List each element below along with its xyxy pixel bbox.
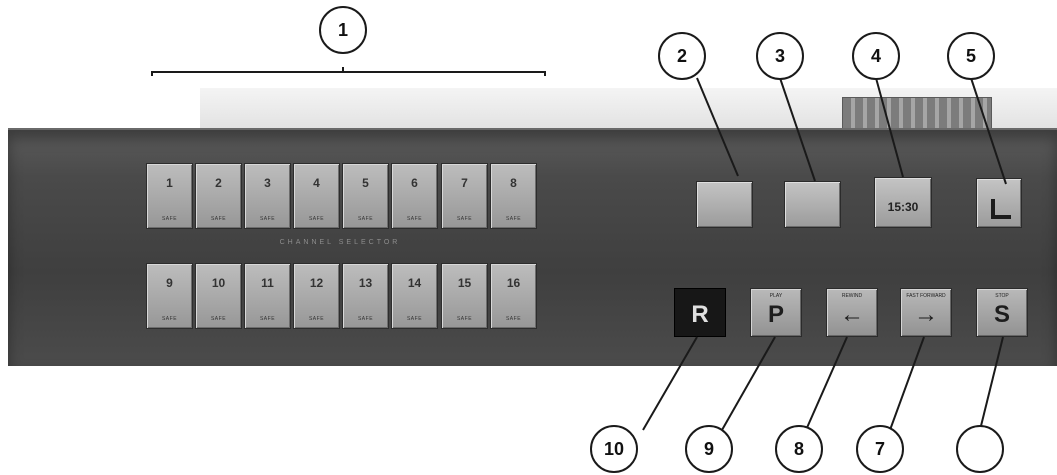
channel-button-caption: SAFE [357,316,374,322]
channel-button-caption: SAFE [308,216,325,222]
channel-button-number: 11 [261,276,274,290]
channel-button-caption: SAFE [259,216,276,222]
channel-button-caption: SAFE [161,316,178,322]
callout-7: 7 [856,425,904,473]
channel-button-caption: SAFE [505,216,522,222]
callout-3: 3 [756,32,804,80]
channel-button-caption: SAFE [259,316,276,322]
callout-9: 9 [685,425,733,473]
channel-button-number: 8 [510,176,517,190]
channel-button-number: 7 [461,176,468,190]
channel-button-number: 3 [264,176,271,190]
function-button-3[interactable] [784,181,841,228]
callout-2: 2 [658,32,706,80]
rewind-button[interactable]: REWIND← [826,288,878,337]
fast-forward-button[interactable]: FAST FORWARD→ [900,288,952,337]
channel-button-number: 14 [407,276,422,290]
channel-button-number: 1 [166,176,173,190]
channel-button-caption: SAFE [210,316,227,322]
channel-button-number: 2 [215,176,222,190]
function-button-2[interactable] [696,181,753,228]
channel-button-number: 12 [309,276,324,290]
callout-8: 8 [775,425,823,473]
channel-button-number: 5 [362,176,369,190]
callout-1: 1 [319,6,367,54]
function-button-4[interactable]: 15:30 [874,177,932,228]
channel-button-number: 9 [166,276,173,290]
channel-button-caption: SAFE [210,216,227,222]
channel-button-caption: SAFE [406,216,423,222]
channel-button-number: 4 [313,176,320,190]
channel-button-caption: SAFE [456,216,473,222]
channel-button-caption: SAFE [456,316,473,322]
channel-button-caption: SAFE [357,216,374,222]
callout-6-blank [956,425,1004,473]
channel-button-caption: SAFE [406,316,423,322]
channel-selector-label: CHANNEL SELECTOR [279,239,401,246]
record-button[interactable]: R [674,288,726,337]
channel-button-number: 15 [457,276,472,290]
channel-button-caption: SAFE [505,316,522,322]
channel-button-caption: SAFE [161,216,178,222]
bracket-1 [151,67,546,76]
channel-button-number: 6 [411,176,418,190]
channel-button-number: 16 [506,276,521,290]
callout-5: 5 [947,32,995,80]
callout-10: 10 [590,425,638,473]
channel-button-number: 10 [211,276,226,290]
callout-4: 4 [852,32,900,80]
channel-button-caption: SAFE [308,316,325,322]
channel-button-number: 13 [358,276,373,290]
rear-connector [842,97,992,133]
function-button-5[interactable] [976,178,1022,228]
